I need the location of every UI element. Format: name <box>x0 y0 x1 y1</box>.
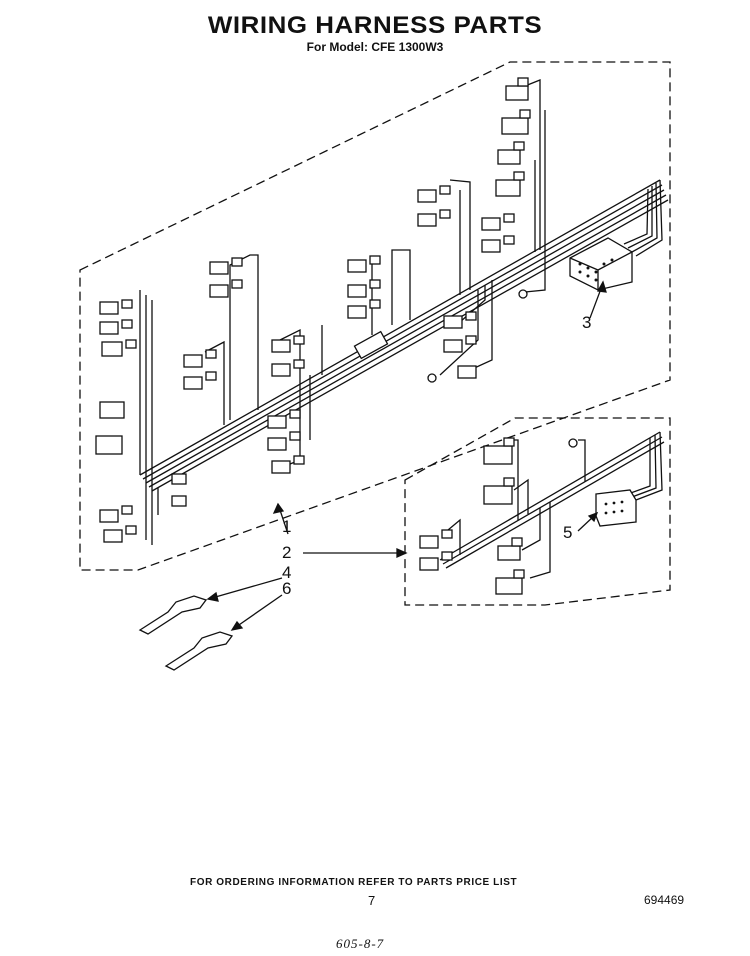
harness-sleeve <box>353 330 389 360</box>
ordering-note: FOR ORDERING INFORMATION REFER TO PARTS … <box>190 877 518 888</box>
main-trunk <box>139 179 669 492</box>
callout-1: 1 <box>282 517 291 536</box>
trunk-end-bundle <box>623 179 663 257</box>
callout-5: 5 <box>563 523 572 542</box>
callout-3: 3 <box>582 313 591 332</box>
main-connector-block <box>569 237 633 291</box>
leader-lines <box>211 285 603 628</box>
document-number: 694469 <box>644 893 685 907</box>
secondary-harness-connectors <box>419 437 525 595</box>
secondary-harness-wires <box>439 431 665 579</box>
main-harness-connectors <box>95 77 531 543</box>
terminal-pins <box>138 595 234 671</box>
left-branch-bundle <box>139 290 159 545</box>
secondary-connector-block <box>595 489 637 527</box>
page-number: 7 <box>368 893 376 908</box>
callout-2: 2 <box>282 543 291 562</box>
leader-arrowheads <box>206 280 607 631</box>
ring-terminals <box>427 289 578 448</box>
main-harness-boundary <box>79 61 671 571</box>
model-subtitle: For Model: CFE 1300W3 <box>306 40 444 54</box>
handwritten-note: 605-8-7 <box>336 936 385 951</box>
callout-6: 6 <box>282 579 291 598</box>
callout-4: 4 <box>282 563 291 582</box>
page-title: WIRING HARNESS PARTS <box>207 12 543 39</box>
secondary-harness-boundary <box>404 417 671 606</box>
